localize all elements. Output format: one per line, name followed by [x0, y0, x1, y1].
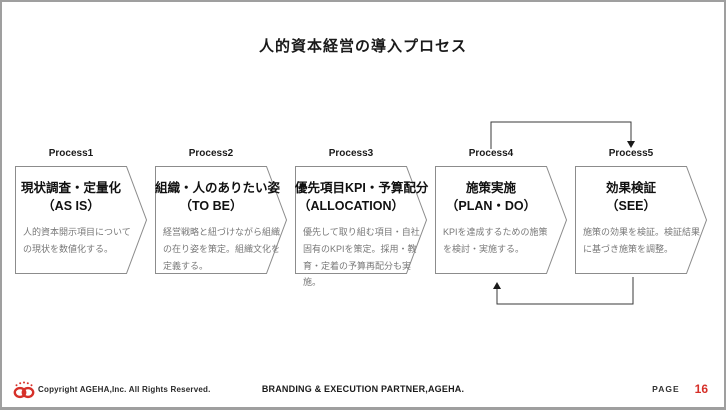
forward-arrow-process4-to-process5 [490, 121, 635, 149]
process-4-description: KPIを達成するための施策 を検討・実施する。 [443, 227, 548, 254]
chevron-shape [575, 166, 707, 274]
chevron-shape [155, 166, 287, 274]
process-3-description: 優先して取り組む項目・自社 固有のKPIを策定。採用・教 育・定着の予算再配分も… [303, 227, 420, 288]
process-1-label: Process1 [48, 148, 94, 159]
process-3-title: 優先項目KPI・予算配分 [295, 181, 429, 195]
page-number: 16 [694, 382, 708, 396]
ageha-logo-icon [13, 381, 35, 399]
process-3-subtitle: （ALLOCATION） [297, 198, 404, 213]
copyright-text: Copyright AGEHA,Inc. All Rights Reserved… [38, 385, 211, 394]
process-step-1: Process1 現状調査・定量化 （AS IS） 人的資本開示項目について の… [15, 148, 147, 274]
process-1-description: 人的資本開示項目について の現状を数値化する。 [23, 227, 131, 254]
process-5-description: 施策の効果を検証。検証結果 に基づき施策を調整。 [583, 227, 701, 254]
brand-text: BRANDING & EXECUTION PARTNER,AGEHA. [261, 384, 465, 394]
chevron-shape [295, 166, 427, 274]
process-4-label: Process4 [468, 148, 514, 159]
process-4-box: 施策実施 （PLAN・DO） KPIを達成するための施策 を検討・実施する。 [435, 166, 567, 274]
page-label: PAGE [652, 384, 680, 394]
process-5-title: 効果検証 [605, 181, 656, 195]
page-title: 人的資本経営の導入プロセス [258, 38, 467, 55]
process-2-title: 組織・人のありたい姿 [155, 181, 281, 195]
process-4-subtitle: （PLAN・DO） [445, 198, 537, 213]
process-3-box: 優先項目KPI・予算配分 （ALLOCATION） 優先して取り組む項目・自社 … [295, 166, 429, 287]
feedback-arrow-process5-to-process4 [493, 277, 634, 305]
process-2-subtitle: （TO BE） [179, 198, 243, 213]
process-1-subtitle: （AS IS） [42, 198, 100, 213]
process-step-5: Process5 効果検証 （SEE） 施策の効果を検証。検証結果 に基づき施策… [575, 148, 707, 274]
process-3-label: Process3 [328, 148, 374, 159]
process-5-subtitle: （SEE） [605, 198, 656, 213]
process-1-box: 現状調査・定量化 （AS IS） 人的資本開示項目について の現状を数値化する。 [15, 166, 147, 274]
process-5-box: 効果検証 （SEE） 施策の効果を検証。検証結果 に基づき施策を調整。 [575, 166, 707, 274]
process-4-title: 施策実施 [465, 181, 516, 195]
page-indicator: PAGE 16 [652, 382, 708, 396]
process-2-label: Process2 [188, 148, 234, 159]
process-step-4: Process4 施策実施 （PLAN・DO） KPIを達成するための施策 を検… [435, 148, 567, 274]
process-1-title: 現状調査・定量化 [20, 181, 121, 195]
process-2-box: 組織・人のありたい姿 （TO BE） 経営戦略と紐づけながら組織 の在り姿を策定… [155, 166, 287, 274]
process-2-description: 経営戦略と紐づけながら組織 の在り姿を策定。組織文化を 定義する。 [163, 227, 281, 271]
process-step-3: Process3 優先項目KPI・予算配分 （ALLOCATION） 優先して取… [295, 148, 429, 287]
chevron-shape [435, 166, 567, 274]
process-step-2: Process2 組織・人のありたい姿 （TO BE） 経営戦略と紐づけながら組… [155, 148, 287, 274]
chevron-shape [15, 166, 147, 274]
process-5-label: Process5 [608, 148, 654, 159]
